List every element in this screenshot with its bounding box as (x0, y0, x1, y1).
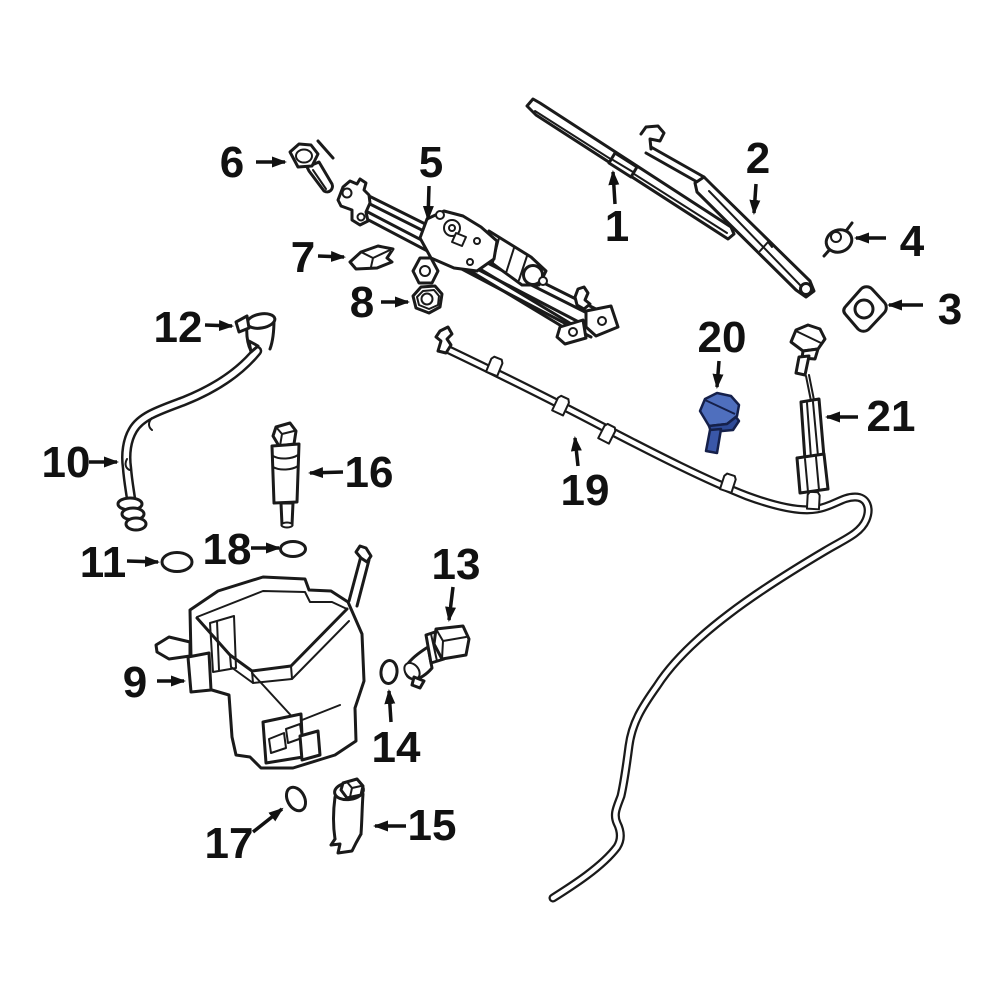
part-nozzle-connector (789, 323, 830, 495)
part-wiper-blade (525, 97, 736, 241)
callout-13: 13 (432, 540, 481, 622)
svg-text:21: 21 (867, 392, 916, 441)
part-wiper-linkage-motor (336, 177, 620, 346)
part-nut (411, 284, 444, 315)
callout-6: 6 (220, 138, 287, 187)
callout-18: 18 (203, 525, 281, 574)
callouts: 1 2 3 4 5 6 7 8 9 10 11 12 13 14 15 16 1… (42, 134, 963, 868)
callout-1: 1 (605, 170, 629, 251)
part-pivot-cap (822, 221, 854, 258)
part-washer-pump (329, 777, 365, 855)
callout-14: 14 (372, 689, 421, 772)
svg-text:7: 7 (291, 233, 315, 282)
callout-7: 7 (291, 233, 346, 282)
callout-20: 20 (698, 313, 747, 389)
svg-text:20: 20 (698, 313, 747, 362)
part-retainer-clip (348, 244, 395, 271)
svg-text:8: 8 (350, 278, 374, 327)
callout-16: 16 (308, 448, 394, 497)
part-washer-hose (434, 325, 873, 903)
part-filler-hose (116, 345, 263, 532)
callout-19: 19 (561, 436, 610, 515)
part-washer-nozzle-highlighted (698, 391, 741, 455)
svg-text:5: 5 (419, 138, 443, 187)
svg-text:10: 10 (42, 438, 91, 487)
callout-12: 12 (154, 303, 234, 352)
callout-15: 15 (373, 801, 457, 850)
part-oring (379, 659, 399, 685)
svg-text:12: 12 (154, 303, 203, 352)
part-washer-pump-front (270, 421, 301, 529)
part-grommet-2 (284, 785, 308, 813)
svg-text:3: 3 (938, 285, 962, 334)
part-arm-pad (842, 285, 888, 333)
svg-text:4: 4 (900, 217, 925, 266)
callout-9: 9 (123, 658, 186, 707)
part-bolt (288, 139, 335, 194)
svg-text:6: 6 (220, 138, 244, 187)
callout-3: 3 (887, 285, 962, 334)
part-grommet-3 (279, 540, 307, 558)
callout-21: 21 (825, 392, 916, 441)
svg-text:16: 16 (345, 448, 394, 497)
part-filler-neck (234, 312, 277, 354)
part-grommet (160, 551, 194, 573)
part-check-valve (403, 624, 471, 690)
svg-text:13: 13 (432, 540, 481, 589)
svg-text:17: 17 (205, 819, 254, 868)
part-washer-reservoir (154, 544, 373, 770)
callout-4: 4 (854, 217, 925, 266)
callout-2: 2 (746, 134, 770, 215)
svg-text:19: 19 (561, 466, 610, 515)
svg-text:9: 9 (123, 658, 147, 707)
part-wiper-arm (639, 124, 816, 299)
callout-8: 8 (350, 278, 410, 327)
callout-5: 5 (419, 138, 443, 221)
svg-text:2: 2 (746, 134, 770, 183)
svg-text:15: 15 (408, 801, 457, 850)
callout-17: 17 (205, 807, 284, 868)
svg-text:1: 1 (605, 202, 629, 251)
svg-text:18: 18 (203, 525, 252, 574)
callout-11: 11 (80, 538, 160, 587)
svg-text:11: 11 (80, 538, 127, 587)
svg-text:14: 14 (372, 723, 421, 772)
callout-10: 10 (42, 438, 119, 487)
